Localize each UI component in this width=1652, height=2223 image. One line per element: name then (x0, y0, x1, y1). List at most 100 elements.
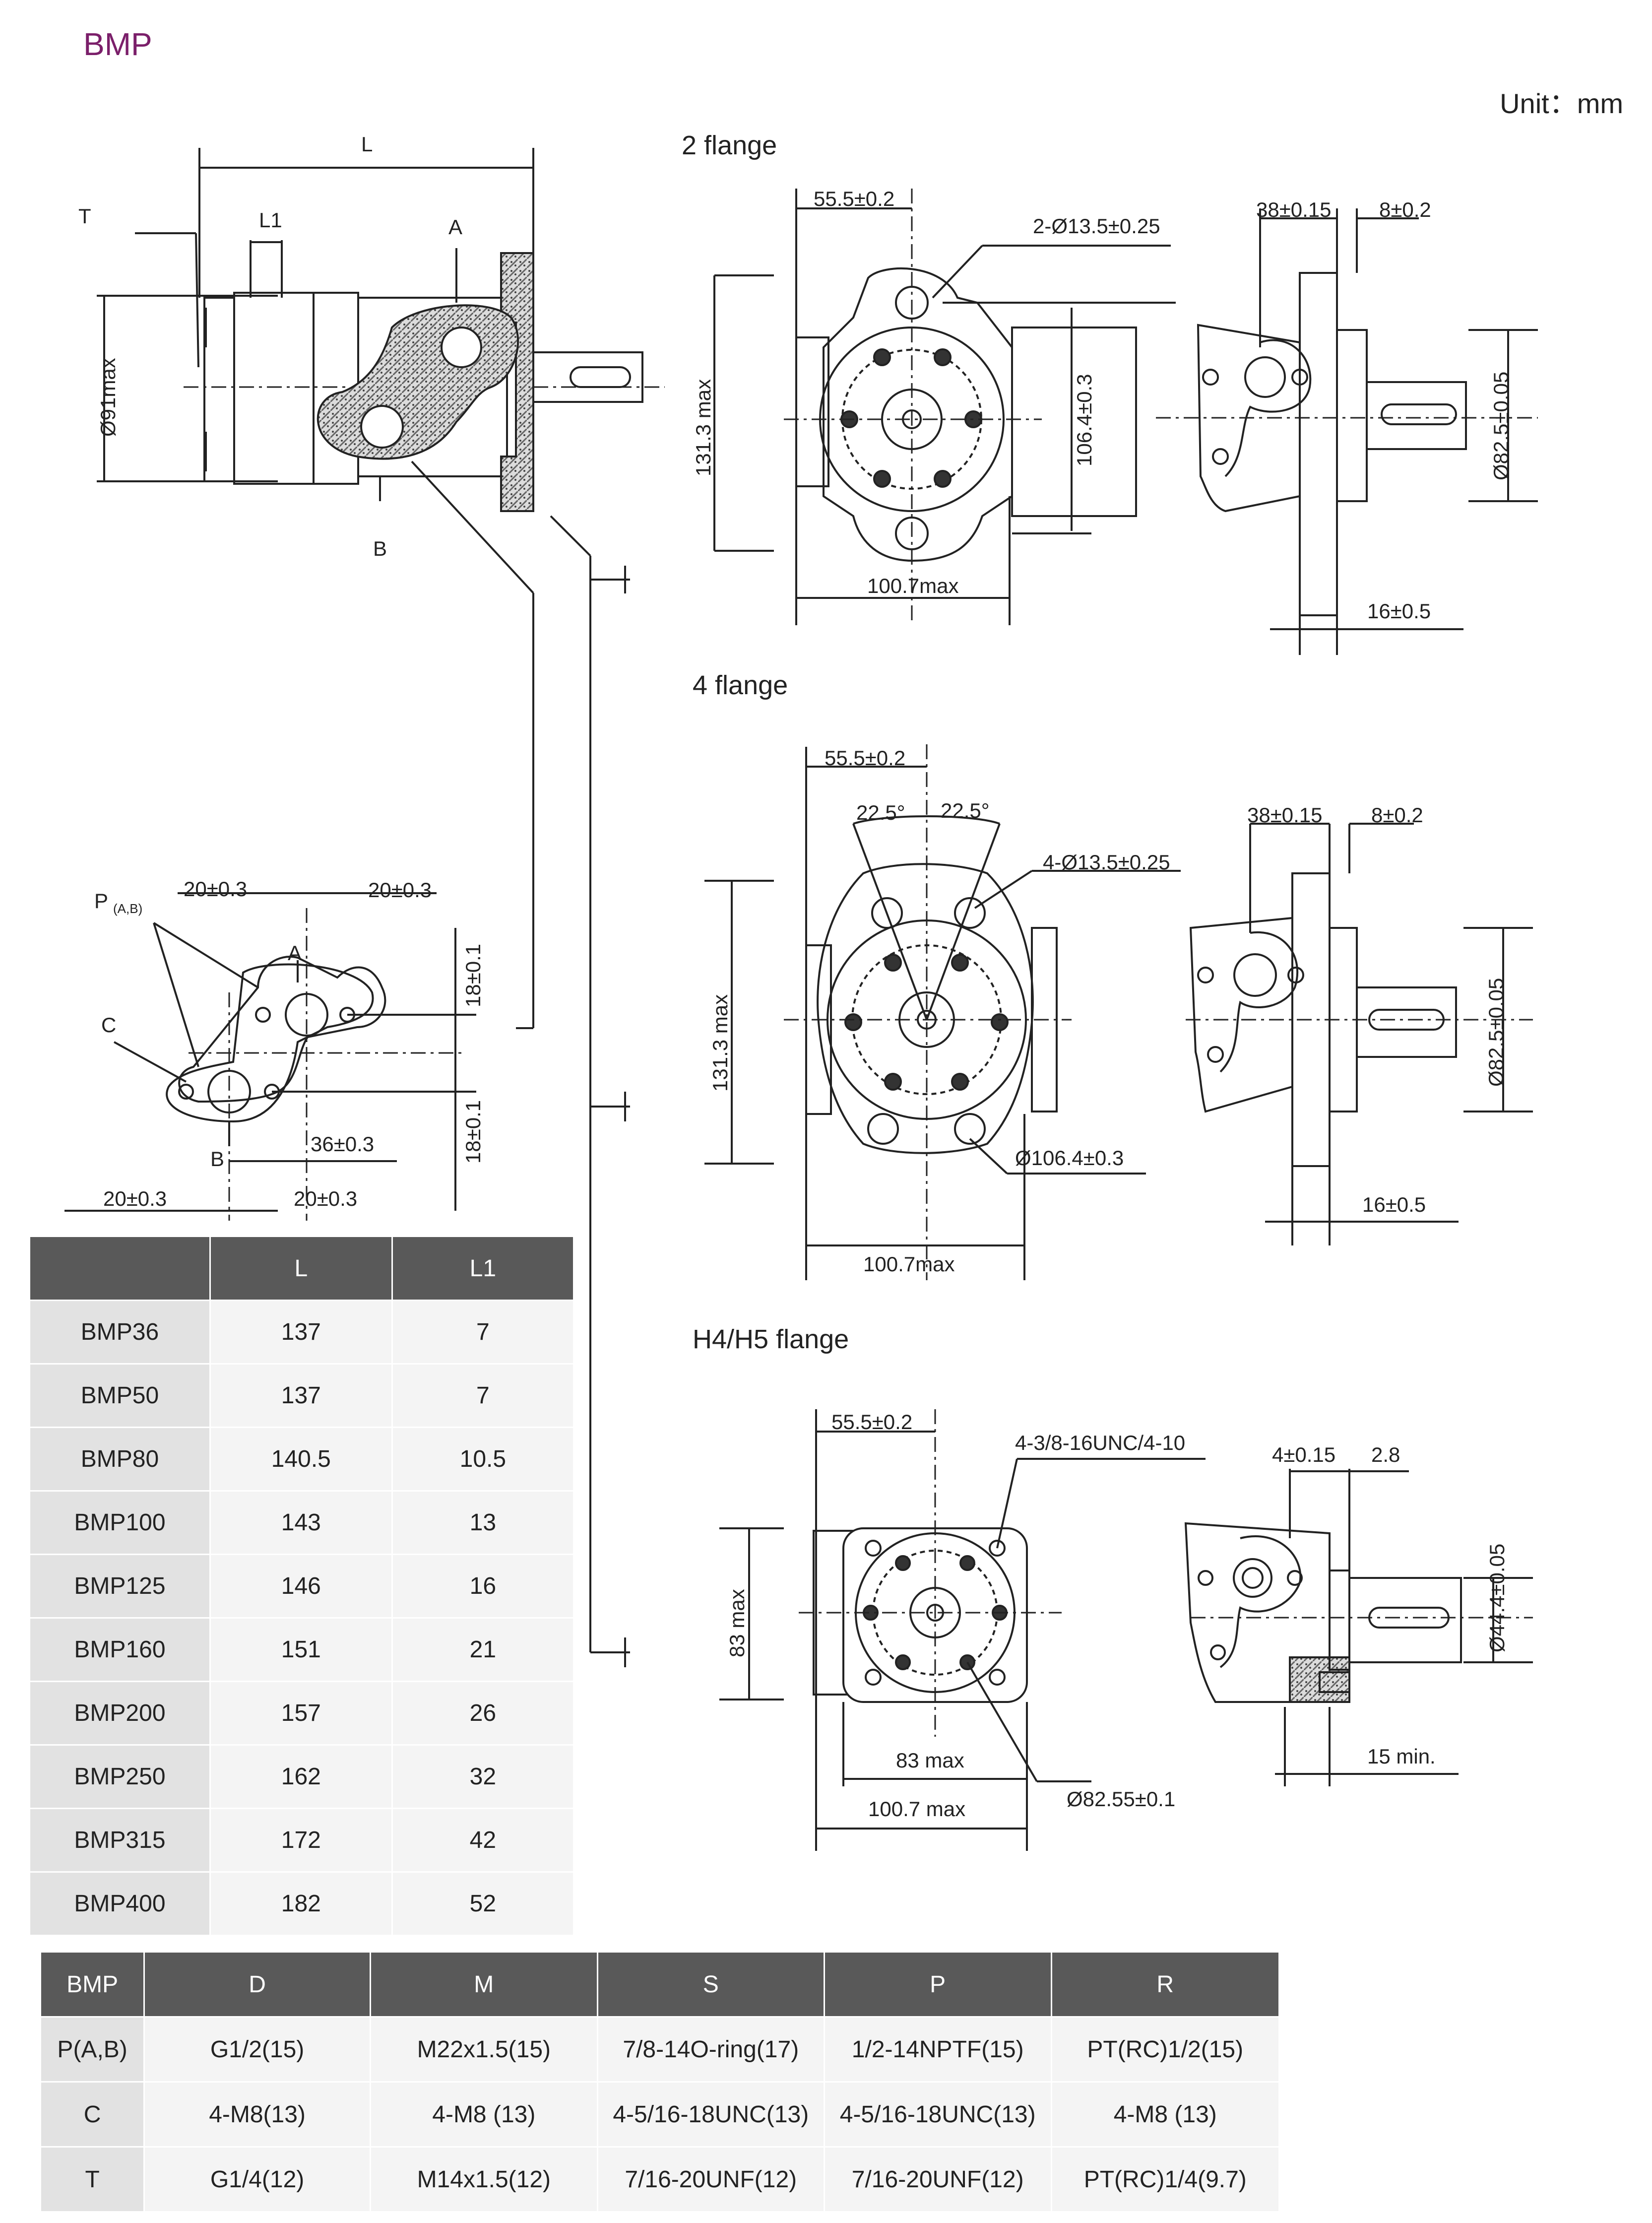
label-T: T (78, 204, 91, 228)
fh-top-dim: 55.5±0.2 (831, 1410, 912, 1434)
table-cell: PT(RC)1/2(15) (1050, 2016, 1280, 2083)
fh-height: 83 max (725, 1589, 749, 1657)
fh-side-d1: 4±0.15 (1272, 1443, 1335, 1466)
flange-2-front-view (713, 189, 1176, 625)
table-cell: T (39, 2146, 145, 2213)
table-cell: 52 (391, 1871, 575, 1936)
table-cell: 10.5 (391, 1427, 575, 1492)
f2-pcd: 106.4±0.3 (1073, 374, 1096, 466)
f4-side-d2: 8±0.2 (1371, 803, 1423, 827)
f4-pcd: Ø106.4±0.3 (1015, 1146, 1124, 1170)
fh-side-d4: 15 min. (1367, 1745, 1436, 1768)
table-cell: 140.5 (209, 1427, 393, 1492)
table-cell: BMP400 (29, 1871, 211, 1936)
label-B: B (373, 537, 387, 560)
f2-side-d2: 8±0.2 (1379, 198, 1431, 221)
table-header-cell: L (209, 1236, 393, 1301)
table-cell: 4-M8(13) (143, 2081, 371, 2148)
f2-width: 100.7max (867, 574, 958, 597)
table-cell: 26 (391, 1681, 575, 1746)
table-cell: M14x1.5(12) (369, 2146, 598, 2213)
f4-top-dim: 55.5±0.2 (825, 746, 905, 770)
f2-top-dim: 55.5±0.2 (814, 187, 894, 210)
table-header-cell: D (143, 1951, 371, 2018)
f4-side-d3: Ø82.5±0.05 (1484, 978, 1508, 1087)
table-header-cell (29, 1236, 211, 1301)
table-header-cell: L1 (391, 1236, 575, 1301)
table-cell: G1/2(15) (143, 2016, 371, 2083)
f4-side-d1: 38±0.15 (1247, 803, 1323, 827)
table-cell: BMP315 (29, 1808, 211, 1873)
table-cell: 143 (209, 1490, 393, 1555)
table-cell: M22x1.5(15) (369, 2016, 598, 2083)
table-cell: BMP80 (29, 1427, 211, 1492)
fh-side-d3: Ø44.4±0.05 (1485, 1544, 1509, 1652)
f4-holes: 4-Ø13.5±0.25 (1043, 850, 1170, 874)
fh-width: 100.7 max (868, 1797, 965, 1821)
flange-h45-side-view (1184, 1469, 1533, 1786)
table-cell: BMP36 (29, 1300, 211, 1365)
table-cell: 7 (391, 1363, 575, 1428)
flange-h45-title: H4/H5 flange (693, 1324, 849, 1354)
f4-angle-1: 22.5° (856, 801, 905, 824)
table-header-cell: S (596, 1951, 825, 2018)
table-cell: 4-M8 (13) (1050, 2081, 1280, 2148)
motor-side-view (97, 148, 665, 1667)
table-cell: G1/4(12) (143, 2146, 371, 2213)
table-cell: C (39, 2081, 145, 2148)
dim-port-d2: 20±0.3 (368, 878, 432, 902)
table-cell: 4-M8 (13) (369, 2081, 598, 2148)
table-cell: 151 (209, 1617, 393, 1682)
dim-dia91: Ø91max (96, 358, 120, 437)
f2-side-d3: Ø82.5±0.05 (1489, 372, 1513, 480)
dim-port-d6: 20±0.3 (103, 1187, 167, 1210)
f2-side-d1: 38±0.15 (1256, 198, 1332, 221)
table-cell: BMP250 (29, 1744, 211, 1809)
table-cell: 32 (391, 1744, 575, 1809)
flange-h45-front-view (719, 1409, 1206, 1851)
table-row: T G1/4(12) M14x1.5(12) 7/16-20UNF(12) 7/… (39, 2146, 1280, 2213)
fh-holes: 4-3/8-16UNC/4-10 (1015, 1431, 1185, 1454)
table-cell: 137 (209, 1300, 393, 1365)
table-header-cell: R (1050, 1951, 1280, 2018)
port-face-view (64, 892, 476, 1221)
table-cell: 146 (209, 1554, 393, 1619)
f4-side-d4: 16±0.5 (1362, 1193, 1426, 1216)
fh-side-d2: 2.8 (1371, 1443, 1400, 1466)
table-cell: BMP160 (29, 1617, 211, 1682)
table-cell: 4-5/16-18UNC(13) (596, 2081, 825, 2148)
table-cell: 7/16-20UNF(12) (596, 2146, 825, 2213)
table-cell: 162 (209, 1744, 393, 1809)
label-port-B: B (210, 1147, 224, 1171)
table-header-cell: P (823, 1951, 1052, 2018)
label-C: C (101, 1013, 116, 1037)
table-cell: 182 (209, 1871, 393, 1936)
f4-width: 100.7max (863, 1252, 954, 1276)
table-header-cell: BMP (39, 1951, 145, 2018)
table-cell: 157 (209, 1681, 393, 1746)
flange-4-side-view (1186, 823, 1533, 1245)
dim-port-d7: 20±0.3 (294, 1187, 357, 1210)
f4-angle-2: 22.5° (941, 799, 990, 822)
page-title: BMP (83, 26, 152, 62)
f2-holes: 2-Ø13.5±0.25 (1033, 214, 1160, 238)
table-cell: PT(RC)1/4(9.7) (1050, 2146, 1280, 2213)
dim-port-d4: 18±0.1 (461, 1100, 485, 1164)
table-cell: 21 (391, 1617, 575, 1682)
label-P: P (94, 889, 108, 913)
table-cell: BMP50 (29, 1363, 211, 1428)
flange-2-side-view (1156, 208, 1538, 655)
table-row: P(A,B) G1/2(15) M22x1.5(15) 7/8-14O-ring… (39, 2016, 1280, 2083)
table-cell: BMP125 (29, 1554, 211, 1619)
